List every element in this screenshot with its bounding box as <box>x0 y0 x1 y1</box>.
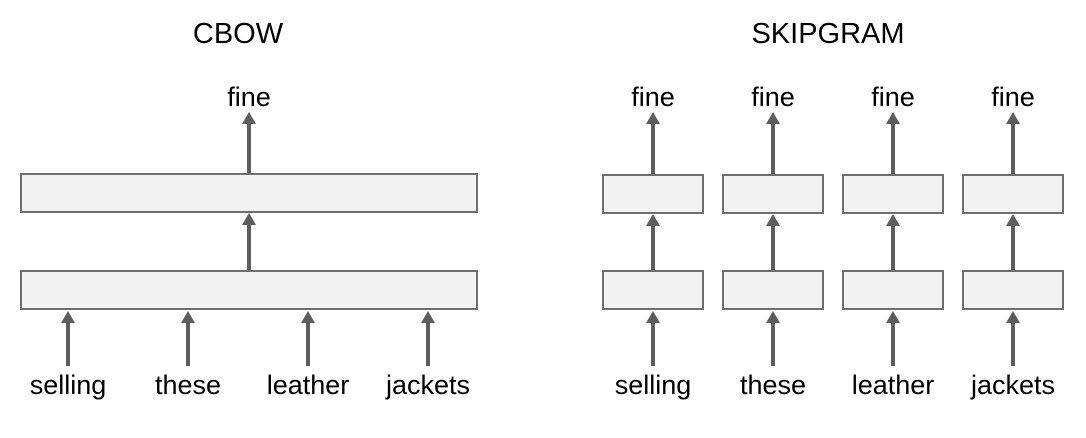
skipgram-upper-layer-box <box>722 174 824 214</box>
skipgram-upper-layer-box <box>602 174 704 214</box>
up-arrow-icon <box>1006 311 1020 366</box>
skipgram-lower-layer-box <box>602 270 704 310</box>
cbow-input-word: selling <box>29 370 107 400</box>
skipgram-output-word: fine <box>631 82 675 112</box>
up-arrow-icon <box>766 311 780 366</box>
up-arrow-icon <box>886 214 900 270</box>
up-arrow-icon <box>766 214 780 270</box>
skipgram-output-word: fine <box>751 82 795 112</box>
skipgram-input-word: selling <box>614 370 692 400</box>
up-arrow-icon <box>242 213 256 270</box>
skipgram-lower-layer-box <box>722 270 824 310</box>
skipgram-input-word: jackets <box>970 370 1056 400</box>
cbow-output-word: fine <box>227 82 271 112</box>
skipgram-output-word: fine <box>991 82 1035 112</box>
skipgram-input-word: leather <box>851 370 935 400</box>
cbow-lower-layer-box <box>20 270 478 310</box>
up-arrow-icon <box>61 311 75 366</box>
cbow-title: CBOW <box>192 18 284 50</box>
up-arrow-icon <box>646 311 660 366</box>
up-arrow-icon <box>766 112 780 174</box>
up-arrow-icon <box>242 112 256 173</box>
skipgram-output-word: fine <box>871 82 915 112</box>
up-arrow-icon <box>181 311 195 366</box>
up-arrow-icon <box>886 311 900 366</box>
up-arrow-icon <box>886 112 900 174</box>
up-arrow-icon <box>421 311 435 366</box>
up-arrow-icon <box>646 112 660 174</box>
skipgram-lower-layer-box <box>842 270 944 310</box>
cbow-input-word: these <box>154 370 222 400</box>
skipgram-lower-layer-box <box>962 270 1064 310</box>
cbow-upper-layer-box <box>20 173 478 213</box>
skipgram-upper-layer-box <box>962 174 1064 214</box>
up-arrow-icon <box>301 311 315 366</box>
skipgram-upper-layer-box <box>842 174 944 214</box>
up-arrow-icon <box>1006 112 1020 174</box>
cbow-input-word: leather <box>266 370 350 400</box>
skipgram-input-word: these <box>739 370 807 400</box>
skipgram-title: SKIPGRAM <box>751 18 905 50</box>
up-arrow-icon <box>646 214 660 270</box>
up-arrow-icon <box>1006 214 1020 270</box>
cbow-input-word: jackets <box>385 370 471 400</box>
